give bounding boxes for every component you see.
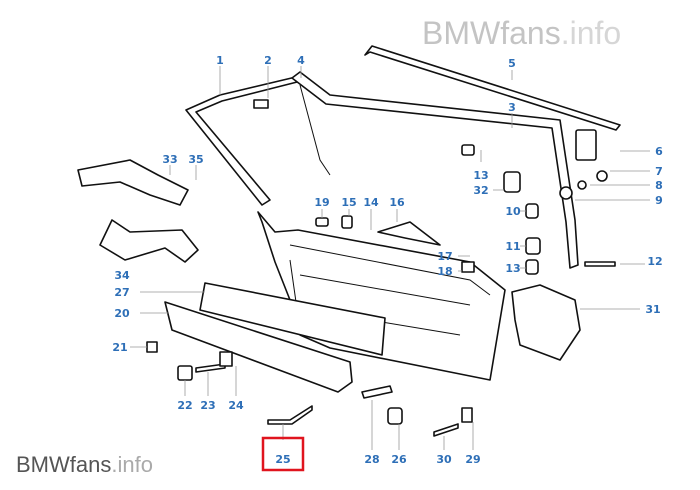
hinge-6 [575, 129, 597, 161]
callout-11[interactable]: 11 [505, 240, 520, 253]
part-8 [577, 180, 587, 190]
callout-18[interactable]: 18 [437, 265, 452, 278]
callout-16[interactable]: 16 [389, 196, 405, 209]
part-9 [559, 186, 573, 200]
callout-14[interactable]: 14 [363, 196, 379, 209]
callout-33[interactable]: 33 [162, 153, 177, 166]
bush-26 [387, 407, 403, 425]
callout-32[interactable]: 32 [473, 184, 488, 197]
cap-22 [177, 365, 193, 381]
watermark-top: BMWfans.info [422, 15, 621, 51]
callout-3[interactable]: 3 [508, 101, 516, 114]
part-10 [525, 203, 539, 219]
lock-assembly [511, 284, 581, 361]
callout-23[interactable]: 23 [200, 399, 215, 412]
screw-30 [433, 423, 459, 437]
callout-22[interactable]: 22 [177, 399, 192, 412]
leader-lines [130, 66, 650, 450]
trim-cover-33 [77, 159, 189, 206]
callout-35[interactable]: 35 [188, 153, 203, 166]
part-13-lower [525, 259, 539, 275]
callout-25[interactable]: 25 [275, 453, 290, 466]
tailgate-seal [185, 75, 306, 206]
bolt-12 [584, 261, 616, 267]
buffer-28 [361, 385, 393, 399]
callout-21[interactable]: 21 [112, 341, 127, 354]
callout-7[interactable]: 7 [655, 165, 663, 178]
clip-21 [146, 341, 158, 353]
part-2 [253, 99, 269, 109]
callout-4[interactable]: 4 [297, 54, 305, 67]
part-32 [503, 171, 521, 193]
callout-19[interactable]: 19 [314, 196, 329, 209]
part-7 [596, 170, 608, 182]
trim-cover-34 [99, 219, 199, 263]
callout-31[interactable]: 31 [645, 303, 660, 316]
bracket-24 [219, 351, 233, 367]
callout-15[interactable]: 15 [341, 196, 356, 209]
callout-12[interactable]: 12 [647, 255, 662, 268]
watermark-bottom: BMWfans.info [16, 452, 153, 477]
highlight-box-part-25 [261, 436, 305, 472]
callout-5[interactable]: 5 [508, 57, 516, 70]
trim-panel-27 [199, 282, 386, 356]
part-25 [267, 405, 313, 425]
callout-28[interactable]: 28 [364, 453, 379, 466]
callout-20[interactable]: 20 [114, 307, 130, 320]
callout-34[interactable]: 34 [114, 269, 130, 282]
part-11 [525, 237, 541, 255]
callout-30[interactable]: 30 [436, 453, 452, 466]
callout-6[interactable]: 6 [655, 145, 663, 158]
part-15 [341, 215, 353, 229]
screw-23 [195, 363, 226, 373]
callout-13-upper[interactable]: 13 [473, 169, 488, 182]
part-13-upper [461, 144, 475, 156]
callout-17[interactable]: 17 [437, 250, 452, 263]
callout-13-lower[interactable]: 13 [505, 262, 520, 275]
callout-labels: 1 2 4 5 3 6 7 8 9 33 35 13 32 10 19 15 1… [112, 54, 663, 466]
callout-27[interactable]: 27 [114, 286, 129, 299]
callout-2[interactable]: 2 [264, 54, 272, 67]
handle-16 [377, 221, 441, 246]
clip-29 [461, 407, 473, 423]
part-19 [315, 217, 329, 227]
callout-26[interactable]: 26 [391, 453, 407, 466]
callout-10[interactable]: 10 [505, 205, 521, 218]
roof-trim-strip [364, 45, 621, 131]
callout-1[interactable]: 1 [216, 54, 224, 67]
part-18 [461, 261, 475, 273]
side-trim [291, 71, 579, 269]
panel-ribs [289, 244, 491, 336]
trim-strip-4 [299, 84, 331, 176]
callout-8[interactable]: 8 [655, 179, 663, 192]
callout-24[interactable]: 24 [228, 399, 244, 412]
callout-29[interactable]: 29 [465, 453, 480, 466]
callout-9[interactable]: 9 [655, 194, 663, 207]
trim-panel-20 [164, 301, 353, 393]
